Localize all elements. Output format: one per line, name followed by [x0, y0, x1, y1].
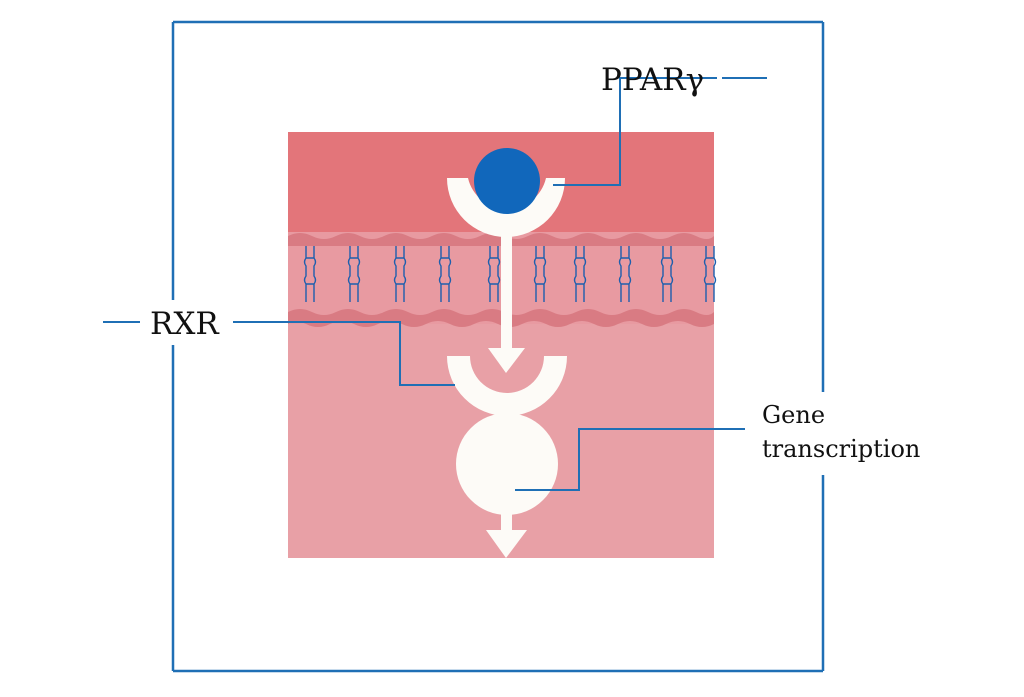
- transcription-stem: [501, 505, 512, 533]
- lipid-tail: [303, 246, 317, 302]
- lipid-tail: [703, 246, 717, 302]
- lipid-tail: [347, 246, 361, 302]
- arrow-head-upper: [488, 348, 525, 373]
- pparg-ligand-circle: [474, 148, 540, 214]
- label-pparg: PPARγ: [601, 62, 704, 98]
- lipid-tail: [573, 246, 587, 302]
- outer-frame: [171, 20, 825, 673]
- gene-circle: [456, 413, 558, 515]
- arrow-head-lower: [486, 530, 527, 558]
- lipid-tail: [393, 246, 407, 302]
- leader-line-rxr: [233, 321, 455, 386]
- lipid-tail: [438, 246, 452, 302]
- lipid-tail: [618, 246, 632, 302]
- lipid-tail: [487, 246, 501, 302]
- signal-stem: [501, 232, 512, 352]
- leader-line-pparg: [553, 77, 717, 186]
- lipid-tail: [660, 246, 674, 302]
- receptor-cup-upper: [447, 178, 565, 237]
- label-rxr: RXR: [150, 306, 220, 342]
- rxr-cup: [447, 356, 567, 416]
- lipid-tails: [303, 246, 717, 302]
- lipid-tail: [533, 246, 547, 302]
- leader-line-gene: [515, 428, 745, 491]
- label-gene-line1: Gene: [762, 401, 825, 429]
- leader-lines: [103, 77, 767, 491]
- label-gene-line2: transcription: [762, 435, 920, 463]
